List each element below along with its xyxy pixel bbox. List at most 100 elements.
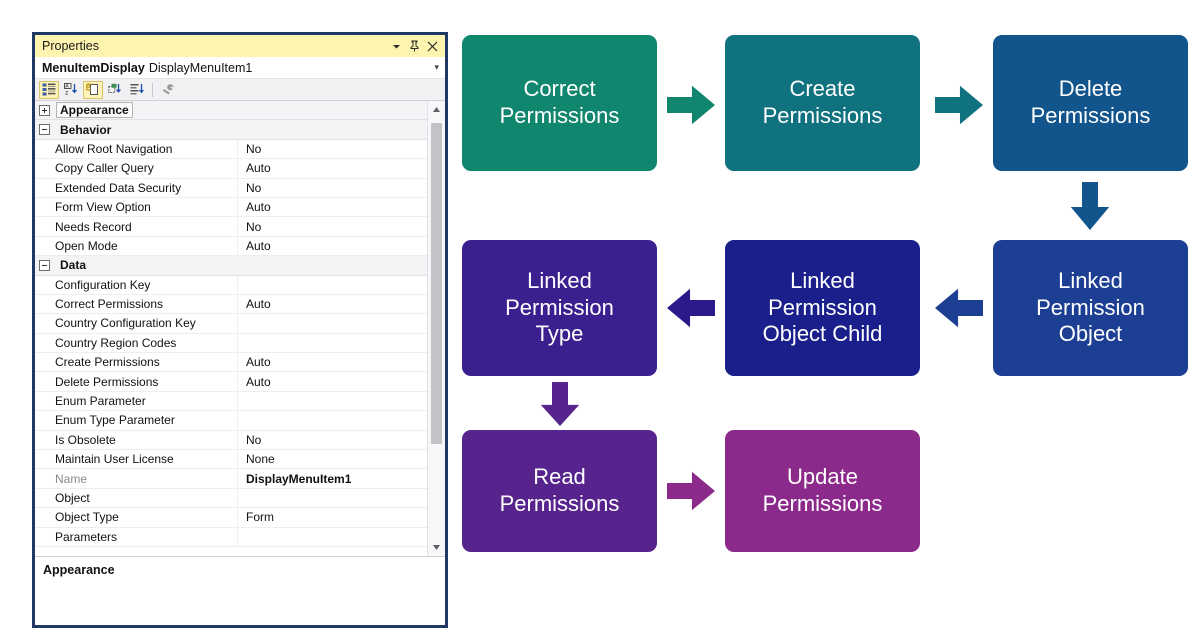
properties-button[interactable] [127, 81, 147, 99]
property-name: Enum Type Parameter [35, 411, 238, 430]
flow-arrow-linkobj-to-linkchild-icon [935, 288, 983, 328]
scroll-down-arrow-icon[interactable] [428, 539, 445, 556]
alphabetical-sort-button[interactable]: z A [61, 81, 81, 99]
property-category-row[interactable]: Behavior [35, 120, 427, 140]
property-value[interactable]: Auto [246, 161, 271, 176]
property-value[interactable]: Auto [246, 238, 271, 253]
property-row[interactable]: Enum Parameter [35, 391, 427, 412]
category-name: Data [35, 256, 90, 274]
collapse-icon[interactable] [39, 259, 50, 271]
flow-arrow-linktype-to-read-icon [540, 382, 580, 426]
property-value[interactable]: No [246, 180, 262, 195]
property-row[interactable]: Country Region Codes [35, 333, 427, 354]
property-category-row[interactable]: Appearance [35, 101, 427, 121]
property-value[interactable] [238, 314, 427, 332]
chevron-down-icon[interactable] [387, 37, 405, 55]
property-row[interactable]: Country Configuration Key [35, 314, 427, 334]
property-name: Needs Record [35, 217, 238, 236]
properties-scrollbar[interactable] [427, 101, 445, 556]
close-icon[interactable] [423, 37, 441, 55]
property-value[interactable] [238, 334, 427, 352]
property-name: Object Type [35, 508, 238, 527]
wrench-icon[interactable] [158, 81, 178, 99]
pin-icon[interactable] [405, 37, 423, 55]
property-value[interactable] [238, 528, 427, 546]
property-row[interactable]: Object [35, 488, 427, 509]
property-value[interactable]: No [246, 432, 262, 447]
flow-arrow-read-to-update-icon [667, 471, 715, 511]
category-name: Appearance [35, 101, 133, 119]
property-name: Allow Root Navigation [35, 139, 238, 159]
collapse-icon[interactable] [39, 124, 50, 136]
properties-titlebar: Properties [35, 35, 445, 57]
categorized-view-button[interactable] [39, 80, 59, 99]
property-value[interactable]: Auto [246, 355, 271, 370]
selected-object-row[interactable]: MenuItemDisplay DisplayMenuItem1 ▾ [35, 57, 445, 79]
scroll-up-arrow-icon[interactable] [428, 101, 445, 118]
property-name: Copy Caller Query [35, 159, 238, 178]
property-name: Parameters [35, 527, 238, 546]
category-name: Behavior [35, 120, 115, 138]
property-row[interactable]: Parameters [35, 527, 427, 547]
property-value[interactable]: DisplayMenuItem1 [246, 471, 352, 486]
property-value[interactable]: Auto [246, 200, 271, 215]
property-name: Create Permissions [35, 353, 238, 372]
property-value[interactable] [238, 489, 427, 507]
category-label: Data [60, 258, 87, 273]
property-pages-button[interactable] [83, 80, 103, 99]
property-value[interactable]: Auto [246, 297, 271, 312]
property-value[interactable] [238, 411, 427, 429]
property-row[interactable]: Allow Root Navigation No [35, 139, 427, 160]
properties-window: Properties MenuItemDisplay DisplayMenuIt… [32, 32, 448, 628]
property-value[interactable]: Auto [246, 374, 271, 389]
property-name: Open Mode [35, 236, 238, 256]
property-row[interactable]: Object Type Form [35, 508, 427, 528]
property-value[interactable]: Form [246, 510, 274, 525]
property-row[interactable]: Enum Type Parameter [35, 411, 427, 431]
scrollbar-thumb[interactable] [431, 123, 442, 444]
expand-icon[interactable] [39, 104, 50, 116]
events-button[interactable] [105, 81, 125, 99]
property-value[interactable]: None [246, 452, 275, 467]
property-category-row[interactable]: Data [35, 256, 427, 276]
property-row[interactable]: Copy Caller Query Auto [35, 159, 427, 179]
property-name: Country Configuration Key [35, 314, 238, 333]
flow-arrow-create-to-delete-icon [935, 85, 983, 125]
property-row[interactable]: Create Permissions Auto [35, 353, 427, 373]
property-row[interactable]: Delete Permissions Auto [35, 372, 427, 392]
property-value[interactable]: No [246, 219, 262, 234]
property-row[interactable]: Configuration Key [35, 275, 427, 295]
property-value[interactable] [238, 392, 427, 410]
svg-text:A: A [65, 84, 69, 90]
property-name: Country Region Codes [35, 333, 238, 353]
property-row[interactable]: Open Mode Auto [35, 236, 427, 257]
property-name: Delete Permissions [35, 372, 238, 391]
property-name: Configuration Key [35, 275, 238, 294]
object-dropdown-caret-icon[interactable]: ▾ [434, 62, 439, 72]
toolbar-separator [152, 82, 153, 97]
property-value[interactable] [238, 276, 427, 294]
flow-arrow-linkchild-to-linktype-icon [667, 288, 715, 328]
svg-text:z: z [65, 91, 68, 97]
property-value[interactable]: No [246, 141, 262, 156]
property-row[interactable]: Needs Record No [35, 217, 427, 237]
description-title: Appearance [43, 563, 115, 577]
